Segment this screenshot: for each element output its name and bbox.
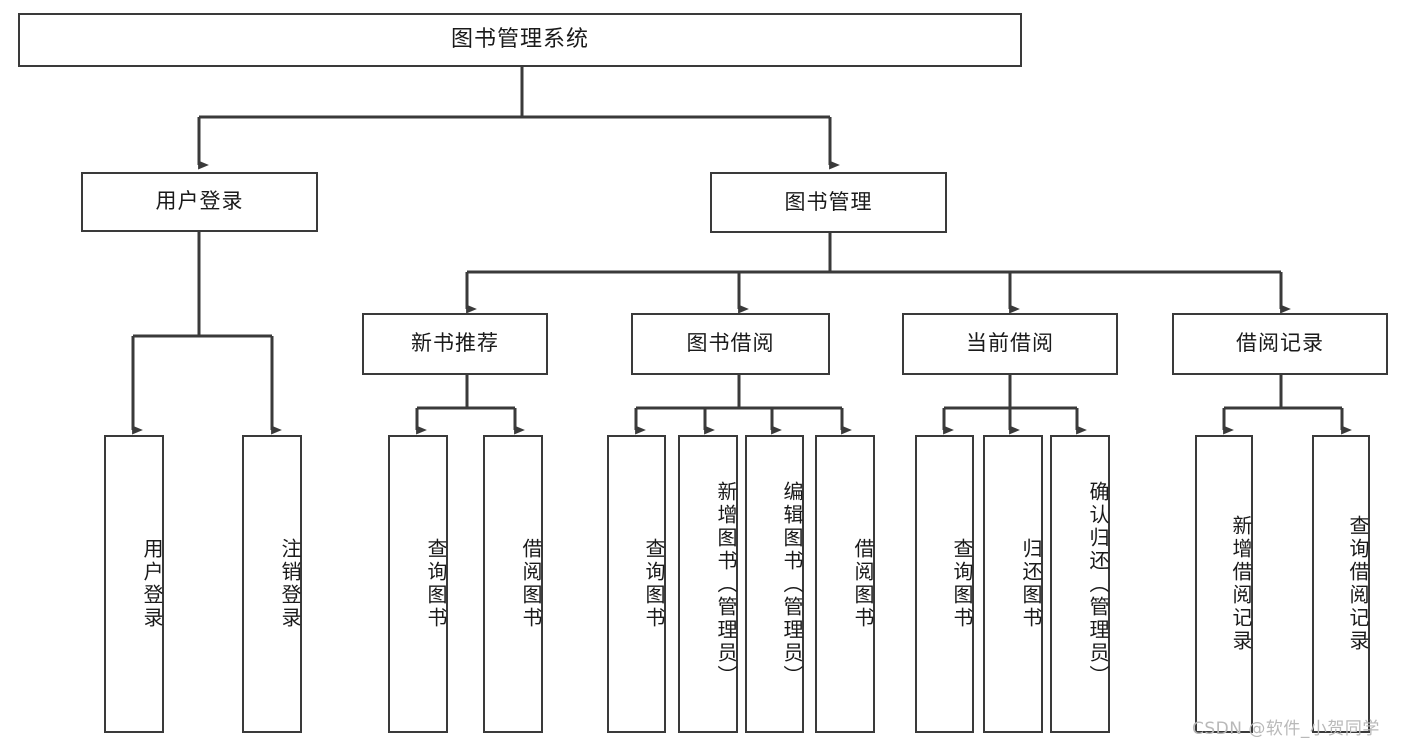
- node-new-book-recommend[interactable]: 新书推荐: [362, 313, 548, 375]
- node-borrow-record[interactable]: 借阅记录: [1172, 313, 1388, 375]
- leaf-add-borrow-record[interactable]: 新增借阅记录: [1195, 435, 1253, 733]
- leaf-add-book-admin[interactable]: 新增图书（管理员）: [678, 435, 738, 733]
- leaf-label: 确认归还（管理员）: [1086, 480, 1110, 688]
- leaf-label: 新增图书（管理员）: [714, 480, 738, 688]
- leaf-label: 查询借阅记录: [1346, 515, 1370, 653]
- leaf-label: 用户登录: [140, 538, 164, 630]
- leaf-query-book-recommend[interactable]: 查询图书: [388, 435, 448, 733]
- node-current-borrow[interactable]: 当前借阅: [902, 313, 1118, 375]
- leaf-label: 归还图书: [1019, 538, 1043, 630]
- node-book-management[interactable]: 图书管理: [710, 172, 947, 233]
- leaf-borrow-book-recommend[interactable]: 借阅图书: [483, 435, 543, 733]
- leaf-user-login[interactable]: 用户登录: [104, 435, 164, 733]
- leaf-label: 编辑图书（管理员）: [780, 480, 804, 688]
- leaf-label: 注销登录: [278, 538, 302, 630]
- leaf-confirm-return-admin[interactable]: 确认归还（管理员）: [1050, 435, 1110, 733]
- leaf-return-book[interactable]: 归还图书: [983, 435, 1043, 733]
- node-root-system[interactable]: 图书管理系统: [18, 13, 1022, 67]
- leaf-label: 查询图书: [424, 538, 448, 630]
- leaf-label: 借阅图书: [519, 538, 543, 630]
- leaf-borrow-book[interactable]: 借阅图书: [815, 435, 875, 733]
- node-user-login[interactable]: 用户登录: [81, 172, 318, 232]
- leaf-query-book-current[interactable]: 查询图书: [915, 435, 974, 733]
- leaf-logout-login[interactable]: 注销登录: [242, 435, 302, 733]
- node-book-borrow[interactable]: 图书借阅: [631, 313, 830, 375]
- leaf-label: 查询图书: [950, 538, 974, 630]
- leaf-query-book-borrow[interactable]: 查询图书: [607, 435, 666, 733]
- csdn-watermark: CSDN @软件_小贺同学: [1192, 719, 1380, 739]
- leaf-label: 查询图书: [642, 538, 666, 630]
- leaf-label: 借阅图书: [851, 538, 875, 630]
- leaf-label: 新增借阅记录: [1229, 515, 1253, 653]
- leaf-query-borrow-record[interactable]: 查询借阅记录: [1312, 435, 1370, 733]
- leaf-edit-book-admin[interactable]: 编辑图书（管理员）: [745, 435, 804, 733]
